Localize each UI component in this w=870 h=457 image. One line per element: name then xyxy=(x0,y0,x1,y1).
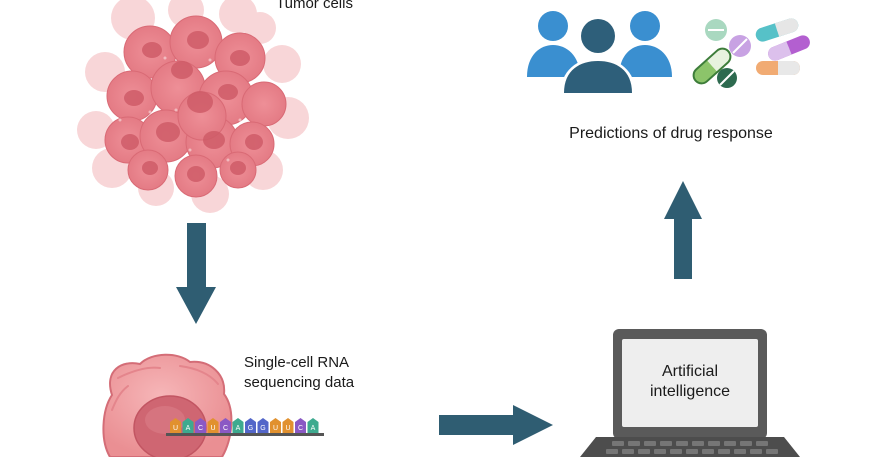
scrna-label-line1: Single-cell RNA xyxy=(244,354,349,371)
nucleotide-letter: U xyxy=(285,425,290,432)
tumor-cell-cluster-icon xyxy=(77,0,309,213)
nucleotide-letter: A xyxy=(186,425,191,432)
people-group-icon xyxy=(527,11,672,96)
nucleotide-letter: U xyxy=(273,425,278,432)
nucleotide-tag xyxy=(307,418,319,433)
nucleotide-tag xyxy=(282,418,294,433)
nucleotide-tag xyxy=(182,418,194,433)
pills-icon xyxy=(692,18,810,88)
nucleotide-tag xyxy=(170,418,181,433)
nucleotide-tag xyxy=(270,418,281,433)
nucleotide-letter: G xyxy=(248,425,253,432)
nucleotide-letter: C xyxy=(298,425,303,432)
scrna-label-line2: sequencing data xyxy=(244,374,355,391)
nucleotide-letter: A xyxy=(311,425,316,432)
ai-label-line2: intelligence xyxy=(650,383,730,400)
nucleotide-letter: U xyxy=(173,425,178,432)
predictions-label: Predictions of drug response xyxy=(569,125,773,142)
nucleotide-tag xyxy=(257,418,269,433)
ai-label-line1: Artificial xyxy=(662,363,718,380)
nucleotide-tag xyxy=(195,418,206,433)
single-cell-icon xyxy=(102,353,233,457)
nucleotide-tag xyxy=(220,418,231,433)
nucleotide-tag xyxy=(295,418,306,433)
right-arrow xyxy=(439,405,553,445)
laptop-icon xyxy=(580,329,800,457)
nucleotide-tag xyxy=(207,418,219,433)
up-arrow xyxy=(664,181,702,279)
nucleotide-letter: C xyxy=(198,425,203,432)
nucleotide-letter: U xyxy=(210,425,215,432)
tumor-cells-label: Tumor cells xyxy=(276,0,353,12)
nucleotide-tag xyxy=(232,418,244,433)
nucleotide-letter: C xyxy=(223,425,228,432)
nucleotide-letter: G xyxy=(260,425,265,432)
nucleotide-tag xyxy=(245,418,256,433)
down-arrow xyxy=(176,223,216,324)
nucleotide-letter: A xyxy=(236,425,241,432)
